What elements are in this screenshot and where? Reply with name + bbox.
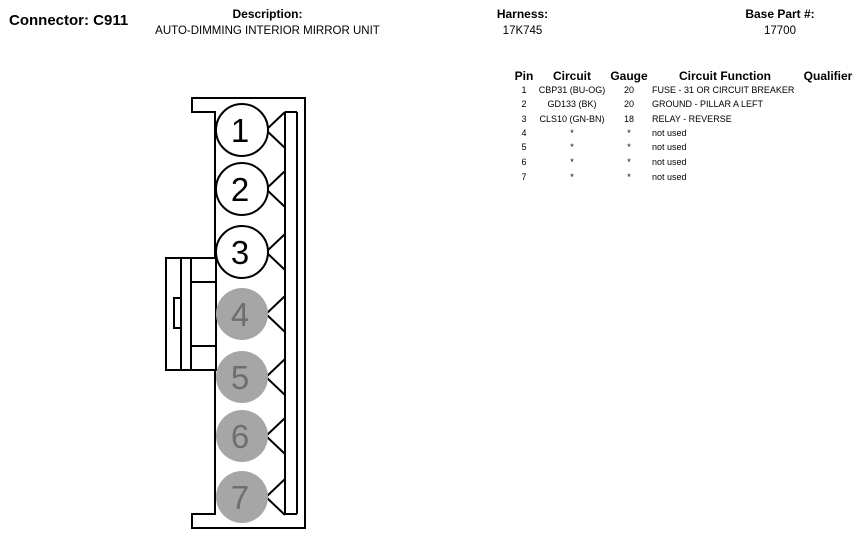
harness-label: Harness: [496, 7, 549, 21]
description-value: AUTO-DIMMING INTERIOR MIRROR UNIT [155, 25, 380, 37]
function-cell: not used [652, 157, 687, 167]
pin-cell: 4 [521, 128, 527, 138]
table-row: 4 * * not used [0, 128, 861, 142]
pin-number: 7 [231, 479, 249, 516]
pin-circle [216, 288, 268, 340]
base-part-value: 17700 [764, 25, 796, 37]
table-row: 7 * * not used [0, 172, 861, 186]
table-row: 5 * * not used [0, 142, 861, 156]
pin-number: 1 [231, 112, 249, 149]
pin-cell: 5 [521, 142, 527, 152]
col-header-qualifier: Qualifier [803, 69, 853, 83]
gauge-cell: * [627, 172, 631, 182]
pin-cell: 3 [521, 114, 527, 124]
description-label: Description: [232, 7, 303, 21]
gauge-cell: 20 [623, 99, 634, 109]
table-row: 3 CLS10 (GN-BN) 18 RELAY - REVERSE [0, 114, 861, 128]
gauge-cell: * [627, 128, 631, 138]
pin-number: 2 [231, 171, 249, 208]
base-part-label: Base Part #: [745, 7, 815, 21]
harness-value: 17K745 [502, 25, 543, 37]
connector-pin: 5 [216, 351, 286, 403]
circuit-cell: * [570, 142, 574, 152]
connector-pin: 6 [216, 410, 286, 462]
pin-circle [215, 162, 269, 216]
connector-pin: 3 [215, 225, 286, 279]
pin-number: 4 [231, 296, 249, 333]
function-cell: not used [652, 172, 687, 182]
connector-latch [165, 257, 217, 371]
pin-circle [216, 410, 268, 462]
connector-pin: 1 [215, 103, 286, 157]
connector-pin: 4 [216, 288, 286, 340]
gauge-cell: 20 [623, 85, 634, 95]
circuit-cell: CBP31 (BU-OG) [538, 85, 606, 95]
circuit-cell: * [570, 128, 574, 138]
col-header-gauge: Gauge [610, 69, 648, 83]
circuit-cell: CLS10 (GN-BN) [539, 114, 605, 124]
pin-number: 5 [231, 359, 249, 396]
pin-number: 6 [231, 418, 249, 455]
pin-cell: 7 [521, 172, 527, 182]
gauge-cell: * [627, 142, 631, 152]
function-cell: RELAY - REVERSE [652, 114, 732, 124]
pin-circle [216, 471, 268, 523]
connector-pin: 7 [216, 471, 286, 523]
pin-circle [216, 351, 268, 403]
function-cell: not used [652, 142, 687, 152]
gauge-cell: 18 [623, 114, 634, 124]
pin-circle [215, 225, 269, 279]
table-row: 2 GD133 (BK) 20 GROUND - PILLAR A LEFT [0, 99, 861, 113]
function-cell: not used [652, 128, 687, 138]
function-cell: FUSE - 31 OR CIRCUIT BREAKER [652, 85, 795, 95]
pin-number: 3 [231, 234, 249, 271]
table-row: 6 * * not used [0, 157, 861, 171]
pin-circle [215, 103, 269, 157]
circuit-cell: * [570, 157, 574, 167]
pin-cell: 6 [521, 157, 527, 167]
col-header-circuit-function: Circuit Function [679, 69, 771, 83]
table-row: 1 CBP31 (BU-OG) 20 FUSE - 31 OR CIRCUIT BRE… [0, 85, 861, 99]
circuit-cell: * [570, 172, 574, 182]
connector-title: Connector: C911 [9, 12, 129, 29]
pin-cell: 1 [521, 85, 527, 95]
col-header-circuit: Circuit [552, 69, 591, 83]
pin-cell: 2 [521, 99, 527, 109]
circuit-cell: GD133 (BK) [547, 99, 597, 109]
gauge-cell: * [627, 157, 631, 167]
connector-pin: 2 [215, 162, 286, 216]
function-cell: GROUND - PILLAR A LEFT [652, 99, 764, 109]
col-header-pin: Pin [514, 69, 534, 83]
